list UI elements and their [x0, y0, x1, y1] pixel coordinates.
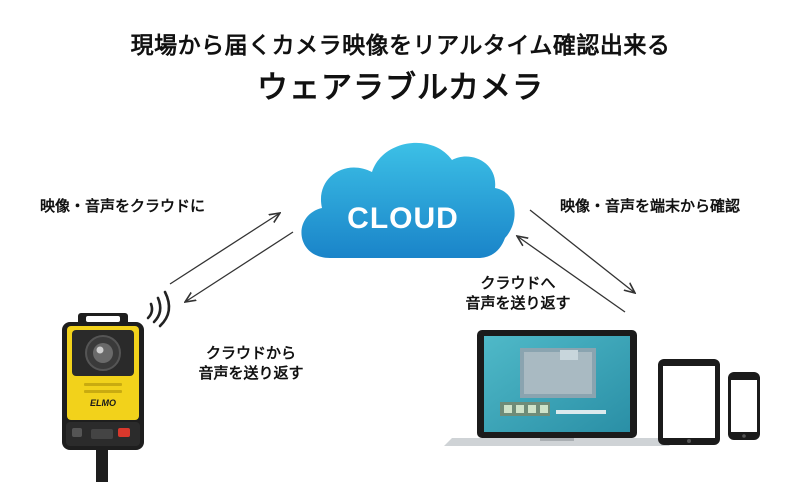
return-to-cloud-label-line-2: 音声を送り返す [465, 294, 571, 312]
tablet-device [658, 359, 720, 445]
camera-logo: ELMO [90, 398, 116, 408]
upload-label: 映像・音声をクラウドに [40, 197, 206, 215]
title-line-2: ウェアラブルカメラ [256, 70, 545, 106]
return-to-camera-label-line-2: 音声を送り返す [198, 364, 304, 382]
wifi-signal-icon [146, 290, 171, 328]
cloud-label: CLOUD [347, 202, 459, 235]
return-to-camera-label: クラウドから 音声を送り返す [186, 343, 316, 383]
smartphone-device [728, 372, 760, 440]
laptop-device [444, 330, 670, 446]
upload-arrow [169, 213, 280, 285]
return-to-cloud-arrow [517, 236, 626, 313]
return-to-camera-label-line-1: クラウドから [205, 344, 296, 362]
view-label: 映像・音声を端末から確認 [560, 197, 741, 215]
title-line-1: 現場から届くカメラ映像をリアルタイム確認出来る [130, 33, 671, 59]
return-to-cloud-label: クラウドへ 音声を送り返す [453, 273, 583, 313]
wearable-camera [62, 313, 144, 482]
view-arrow [529, 209, 635, 293]
cloud-icon [301, 142, 515, 258]
return-to-cloud-label-line-1: クラウドへ [480, 274, 556, 292]
return-to-camera-arrow [185, 231, 294, 302]
